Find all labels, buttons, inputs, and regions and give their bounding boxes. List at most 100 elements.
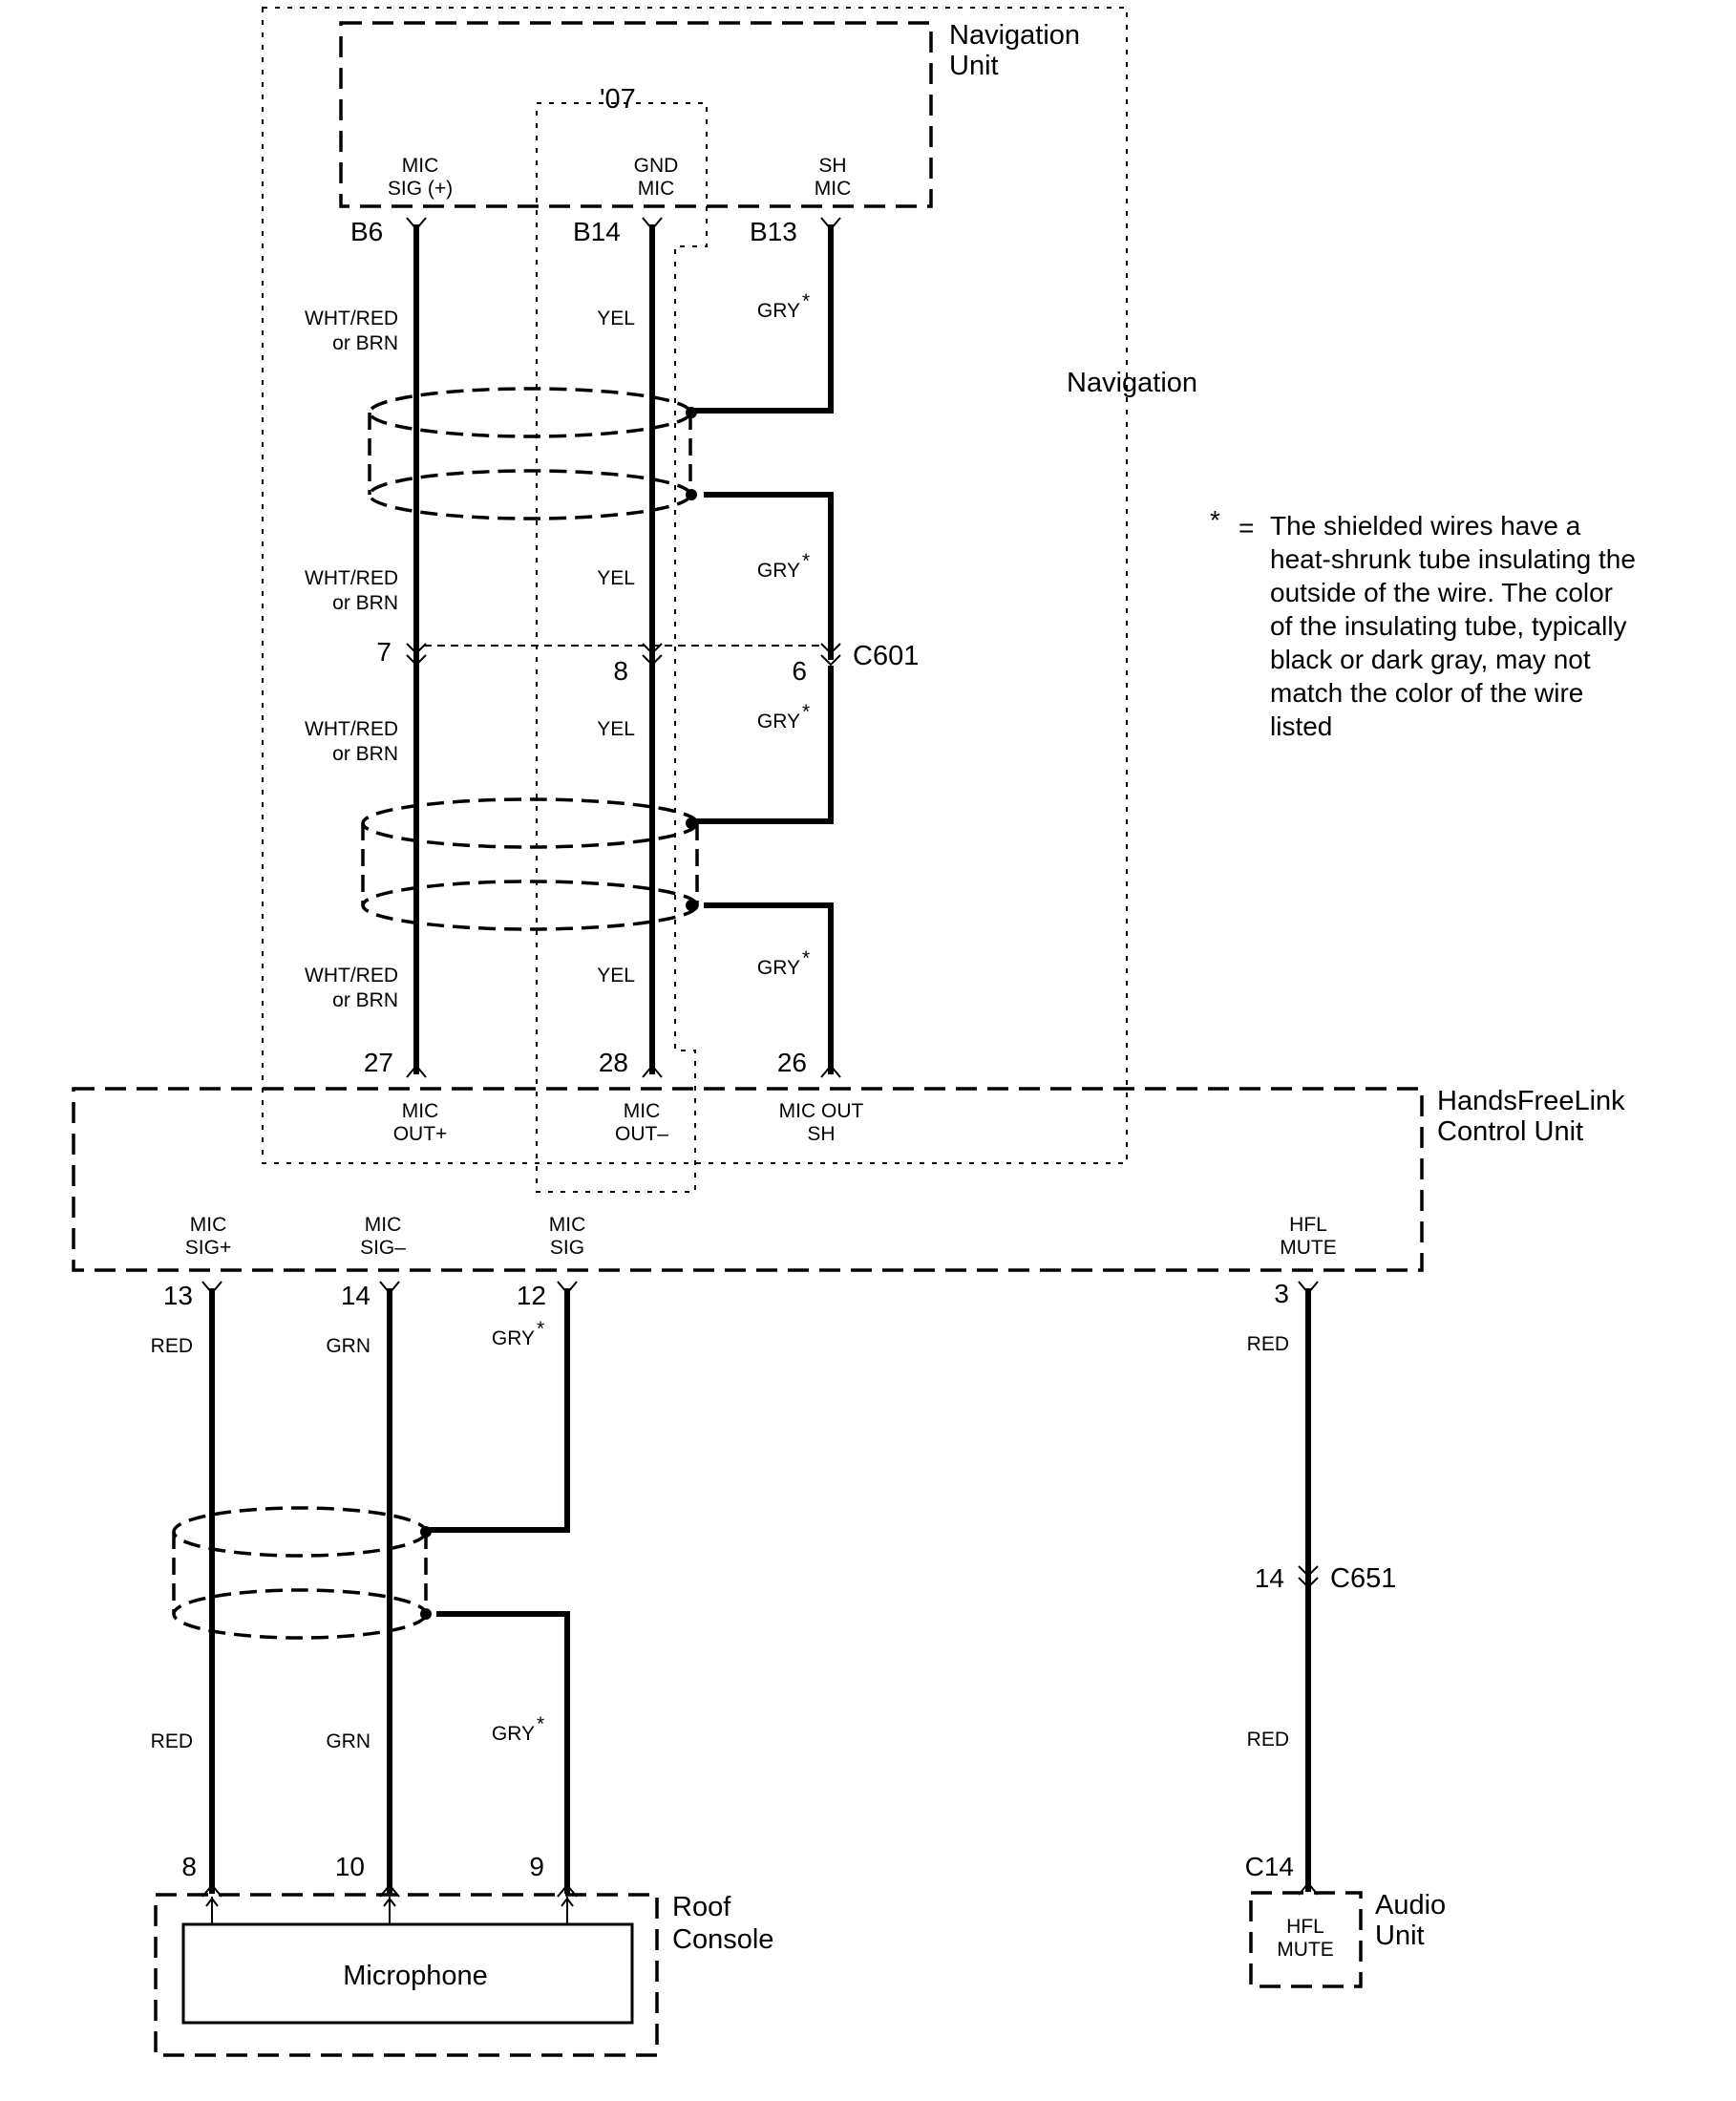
wire-label-gry-5-star: * [537,1318,544,1340]
wire-label-whtred-4b: or BRN [332,989,398,1011]
nav-terminal-3-line2: MIC [815,178,852,200]
wire-mic-sig-gry-1 [427,1288,570,1533]
hfl-bottom-terminal-1-line2: SIG+ [185,1237,231,1259]
hfl-pin-14: 14 [341,1281,370,1310]
footnote-star: * [1210,505,1220,535]
year-07-label: '07 [600,84,636,115]
microphone-box [181,1922,634,2025]
audio-unit-title-line1: Audio [1375,1890,1446,1921]
audio-unit-terminal-line1: HFL [1286,1916,1324,1938]
navigation-region-label: Navigation [1067,368,1197,398]
nav-terminal-2-line2: MIC [638,178,675,200]
c601-pin-7: 7 [376,637,392,667]
wire-label-red-mute-1: RED [1247,1333,1289,1355]
c651-connector-symbol [1298,1565,1319,1589]
wire-label-whtred-3a: WHT/RED [305,718,398,740]
hfl-pin-3: 3 [1274,1279,1289,1308]
microphone-label: Microphone [343,1961,488,1991]
wire-label-grn-1: GRN [326,1335,370,1357]
footnote-line-5: black or dark gray, may not [1270,645,1591,674]
nav-pin-b14: B14 [573,217,621,246]
c651-pin-14: 14 [1255,1563,1284,1593]
hfl-top-terminal-3-line1: MIC OUT [779,1100,864,1122]
hfl-top-terminal-3-line2: SH [807,1123,835,1145]
hfl-pin-13: 13 [163,1281,193,1310]
roof-console-title-line2: Console [672,1924,773,1955]
c601-pin-8: 8 [613,656,628,686]
wire-label-whtred-2a: WHT/RED [305,567,398,589]
wire-mic-sig-gry-2 [436,1611,570,1894]
navigation-unit-box [339,21,933,208]
footnote-line-6: match the color of the wire [1270,678,1583,708]
footnote-line-7: listed [1270,711,1332,741]
shield-tube-2 [361,797,699,931]
wire-sh-segment-2 [704,492,834,660]
audio-unit-terminal-line2: MUTE [1277,1939,1334,1961]
navigation-unit-title-line2: Unit [949,51,999,81]
wire-sh-segment-3 [694,666,834,824]
hfl-top-terminal-2-line2: OUT– [615,1123,668,1145]
wire-label-whtred-1a: WHT/RED [305,308,398,329]
footnote-line-1: The shielded wires have a [1270,511,1581,541]
wire-label-whtred-4a: WHT/RED [305,965,398,987]
c651-connector-name: C651 [1330,1563,1396,1594]
hfl-top-terminal-2-line1: MIC [624,1100,661,1122]
audio-unit-pin-c14: C14 [1245,1852,1294,1881]
hfl-bottom-terminal-3-line1: MIC [549,1214,586,1236]
roof-console-box [154,1893,659,2057]
wire-label-yel-1: YEL [597,308,635,329]
footnote-equals: = [1238,513,1254,542]
navigation-unit-title-line1: Navigation [949,20,1080,51]
footnote-line-3: outside of the wire. The color [1270,578,1613,607]
roof-pin-8: 8 [181,1852,197,1881]
wire-label-gry-4: GRY [757,957,800,979]
c601-pin-6: 6 [792,656,807,686]
roof-pin-9: 9 [529,1852,544,1881]
hfl-top-terminal-1-line1: MIC [402,1100,439,1122]
nav-pin-b13: B13 [750,217,797,246]
hfl-title-line2: Control Unit [1437,1116,1583,1147]
c601-connector-name: C601 [853,641,919,671]
wire-label-gry-2: GRY [757,560,800,582]
hfl-bottom-terminal-4-line1: HFL [1289,1214,1327,1236]
wire-label-yel-2: YEL [597,567,635,589]
wire-label-whtred-2b: or BRN [332,592,398,614]
roof-console-terminals [201,1883,578,1924]
hfl-bottom-terminal-2-line2: SIG– [360,1237,406,1259]
wire-label-gry-3: GRY [757,711,800,732]
wire-label-gry-1-star: * [802,290,810,312]
nav-terminal-1-line1: MIC [402,155,439,177]
hfl-bottom-terminal-2-line1: MIC [365,1214,402,1236]
hfl-top-terminal-forks [406,1064,841,1078]
roof-console-title-line1: Roof [672,1892,731,1922]
hfl-top-terminal-1-line2: OUT+ [393,1123,448,1145]
audio-unit-title-line2: Unit [1375,1921,1425,1951]
wire-label-gry-4-star: * [802,947,810,969]
nav-terminal-1-line2: SIG (+) [388,178,453,200]
wire-label-whtred-1b: or BRN [332,332,398,354]
wire-label-gry-2-star: * [802,550,810,572]
shield-tube-1 [368,387,697,520]
navigation-region-outline [262,7,1128,1164]
wire-label-whtred-3b: or BRN [332,743,398,765]
hfl-pin-28: 28 [599,1048,628,1077]
nav-terminal-3-line1: SH [818,155,846,177]
wire-label-gry-5: GRY [492,1327,535,1349]
audio-unit-terminal-fork [1298,1881,1319,1896]
hfl-title-line1: HandsFreeLink [1437,1086,1625,1116]
wire-sh-segment-1 [694,224,834,414]
wire-label-gry-6: GRY [492,1723,535,1745]
wire-label-gry-3-star: * [802,701,810,723]
hfl-bottom-terminal-1-line1: MIC [190,1214,227,1236]
wire-label-gry-6-star: * [537,1713,544,1735]
wire-sh-segment-4 [704,902,834,1074]
nav-pin-b6: B6 [350,217,383,246]
hfl-pin-26: 26 [777,1048,807,1077]
shield-tube-3 [172,1506,432,1640]
hfl-bottom-terminal-3-line2: SIG [550,1237,584,1259]
hfl-pin-12: 12 [517,1281,546,1310]
year-07-region-outline [536,102,708,1193]
hfl-pin-27: 27 [364,1048,393,1077]
